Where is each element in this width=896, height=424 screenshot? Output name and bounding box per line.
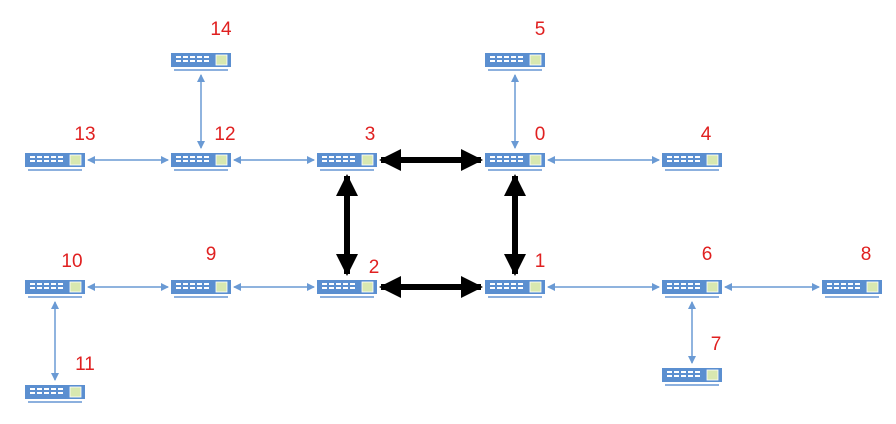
network-switch-icon <box>171 153 231 171</box>
switch-label: 9 <box>206 244 217 265</box>
switch-12[interactable]: 12 <box>171 124 236 171</box>
switch-9[interactable]: 9 <box>171 244 231 298</box>
network-switch-icon <box>317 153 377 171</box>
network-switch-icon <box>822 280 882 298</box>
switch-14[interactable]: 14 <box>171 19 232 71</box>
switch-label: 12 <box>214 124 235 145</box>
switch-7[interactable]: 7 <box>662 334 722 386</box>
network-switch-icon <box>662 368 722 386</box>
switch-label: 3 <box>365 124 376 145</box>
switch-0[interactable]: 0 <box>485 124 545 171</box>
network-switch-icon <box>662 153 722 171</box>
switch-4[interactable]: 4 <box>662 124 722 171</box>
switch-label: 5 <box>535 19 546 40</box>
switch-label: 4 <box>701 124 712 145</box>
switch-5[interactable]: 5 <box>485 19 545 71</box>
network-switch-icon <box>317 280 377 298</box>
switch-3[interactable]: 3 <box>317 124 377 171</box>
network-switch-icon <box>662 280 722 298</box>
network-switch-icon <box>25 153 85 171</box>
network-switch-icon <box>25 385 85 403</box>
switch-label: 14 <box>210 19 232 40</box>
switch-label: 6 <box>702 244 713 265</box>
switch-label: 11 <box>75 354 95 375</box>
switch-10[interactable]: 10 <box>25 251 85 298</box>
switch-label: 10 <box>61 251 82 272</box>
network-switch-icon <box>485 53 545 71</box>
network-switch-icon <box>25 280 85 298</box>
switch-label: 13 <box>74 124 95 145</box>
network-switch-icon <box>485 280 545 298</box>
switch-label: 1 <box>535 251 546 272</box>
network-switch-icon <box>485 153 545 171</box>
switch-11[interactable]: 11 <box>25 354 95 403</box>
switch-2[interactable]: 2 <box>317 257 379 298</box>
switch-label: 8 <box>861 244 872 265</box>
switch-13[interactable]: 13 <box>25 124 96 171</box>
switch-6[interactable]: 6 <box>662 244 722 298</box>
network-switch-icon <box>171 53 231 71</box>
network-switch-icon <box>171 280 231 298</box>
switch-8[interactable]: 8 <box>822 244 882 298</box>
switch-label: 0 <box>535 124 546 145</box>
switch-label: 2 <box>369 257 380 278</box>
switch-label: 7 <box>711 334 722 355</box>
switch-1[interactable]: 1 <box>485 251 545 298</box>
